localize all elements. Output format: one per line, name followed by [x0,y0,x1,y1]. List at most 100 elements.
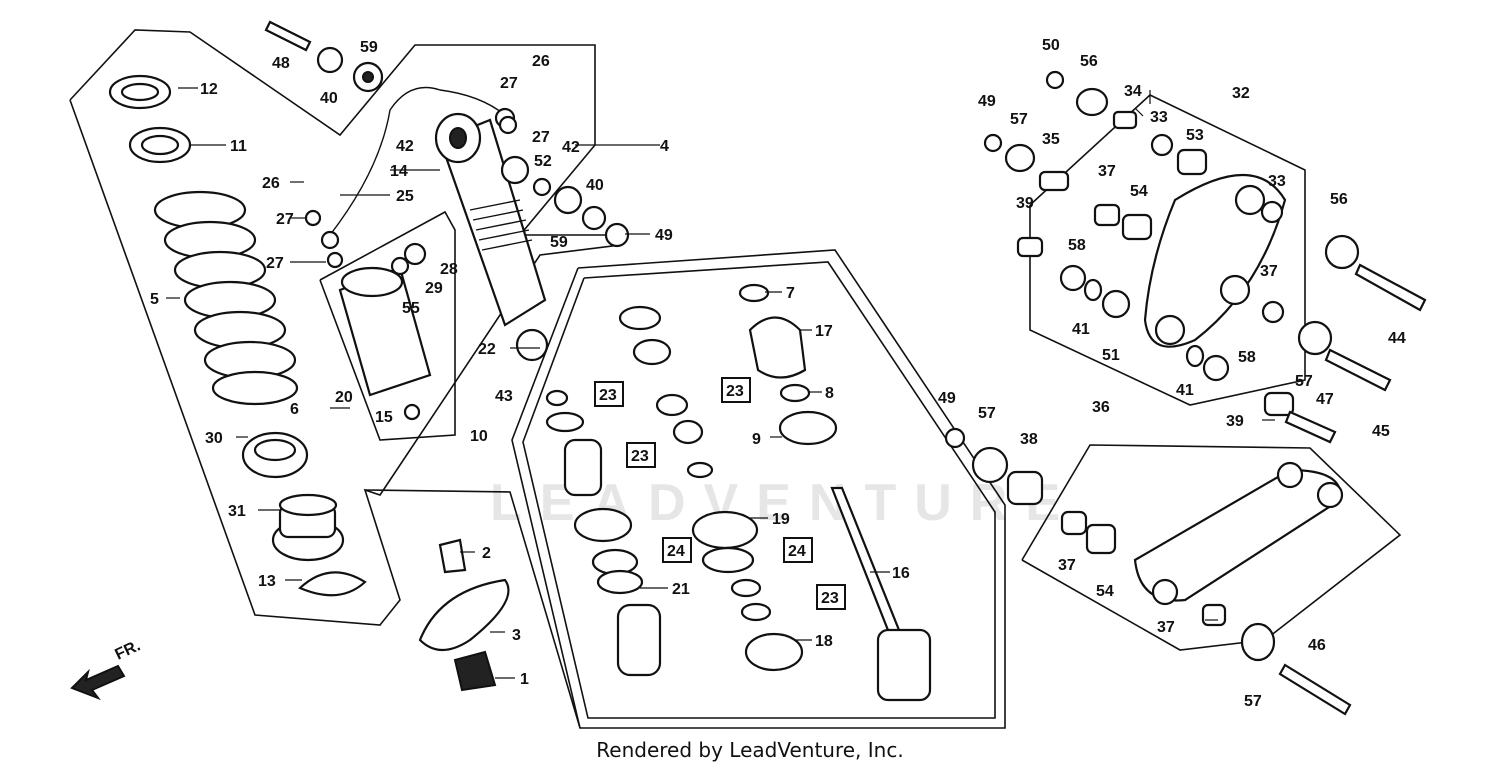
callout-35: 35 [1042,131,1060,148]
callout-57: 57 [978,405,996,422]
callout-59: 59 [360,39,378,56]
callout-18: 18 [815,633,833,650]
stopper-part [271,493,345,562]
adjuster-nut-part [128,126,192,164]
spring-part [153,190,299,406]
boxed-callout-23: 23 [816,584,846,610]
callout-13: 13 [258,573,276,590]
callout-26: 26 [532,53,550,70]
callout-29: 29 [425,280,443,297]
group-outline-reservoir [319,210,456,441]
callout-53: 53 [1186,127,1204,144]
callout-40: 40 [586,177,604,194]
group-outline-lower [364,489,581,729]
callout-54: 54 [1096,583,1114,600]
callout-14: 14 [390,163,408,180]
callout-49: 49 [655,227,673,244]
callout-44: 44 [1388,330,1406,347]
callout-21: 21 [672,581,690,598]
callout-59: 59 [550,234,568,251]
group-outline-spring [69,29,621,626]
callout-31: 31 [228,503,246,520]
front-direction-arrow-icon: FR. [70,637,143,701]
callout-40: 40 [320,90,338,107]
callout-7: 7 [786,285,795,302]
callout-42: 42 [562,139,580,156]
callout-4: 4 [660,138,669,155]
group-outline-damper-outer [511,249,1006,729]
callout-58: 58 [1068,237,1086,254]
callout-37: 37 [1058,557,1076,574]
callout-25: 25 [396,188,414,205]
callout-20: 20 [335,389,353,406]
leader-lines [166,87,1275,679]
callout-39: 39 [1016,195,1034,212]
callout-15: 15 [375,409,393,426]
svg-text:23: 23 [631,448,649,465]
callout-46: 46 [1308,637,1326,654]
callout-17: 17 [815,323,833,340]
callout-33: 33 [1150,109,1168,126]
boxed-callouts: 23 23 23 24 24 23 [594,377,846,610]
svg-text:23: 23 [599,387,617,404]
callout-57: 57 [1244,693,1262,710]
callout-38: 38 [1020,431,1038,448]
right-small-parts [944,70,1427,506]
callout-9: 9 [752,431,761,448]
callout-12: 12 [200,81,218,98]
boxed-callout-23: 23 [594,381,624,407]
callout-57: 57 [1010,111,1028,128]
callout-27: 27 [266,255,284,272]
clamp-parts [418,538,510,692]
callout-10: 10 [470,428,488,445]
bolt-part [264,20,384,93]
spring-clip-part [298,571,367,597]
callout-34: 34 [1124,83,1142,100]
reservoir-part [338,266,432,421]
callout-41: 41 [1176,382,1194,399]
footer-credit: Rendered by LeadVenture, Inc. [596,738,904,762]
washer-part [304,115,630,362]
callout-45: 45 [1372,423,1390,440]
callout-19: 19 [772,511,790,528]
callout-58: 58 [1238,349,1256,366]
callout-43: 43 [495,388,513,405]
damper-parts [545,283,932,702]
callout-28: 28 [440,261,458,278]
callout-55: 55 [402,300,420,317]
callout-2: 2 [482,545,491,562]
callout-36: 36 [1092,399,1110,416]
locknut-part [108,74,172,110]
callout-33: 33 [1268,173,1286,190]
callout-49: 49 [978,93,996,110]
group-outline-rod [1021,444,1402,651]
callout-41: 41 [1072,321,1090,338]
svg-text:23: 23 [821,590,839,607]
callout-49: 49 [938,390,956,407]
callout-1: 1 [520,671,529,688]
callout-11: 11 [230,138,247,155]
callout-30: 30 [205,430,223,447]
callout-54: 54 [1130,183,1148,200]
callout-37: 37 [1260,263,1278,280]
callout-57: 57 [1295,373,1313,390]
callout-51: 51 [1102,347,1120,364]
svg-text:24: 24 [667,543,685,560]
callout-56: 56 [1330,191,1348,208]
callout-16: 16 [892,565,910,582]
callout-56: 56 [1080,53,1098,70]
callout-32: 32 [1232,85,1250,102]
callout-27: 27 [532,129,550,146]
boxed-callout-24: 24 [783,537,813,563]
callout-48: 48 [272,55,290,72]
callout-37: 37 [1098,163,1116,180]
shock-body-part [434,112,547,327]
callout-22: 22 [478,341,496,358]
callout-6: 6 [290,401,299,418]
callout-3: 3 [512,627,521,644]
svg-text:24: 24 [788,543,806,560]
callout-5: 5 [150,291,159,308]
callout-26: 26 [262,175,280,192]
callout-52: 52 [534,153,552,170]
